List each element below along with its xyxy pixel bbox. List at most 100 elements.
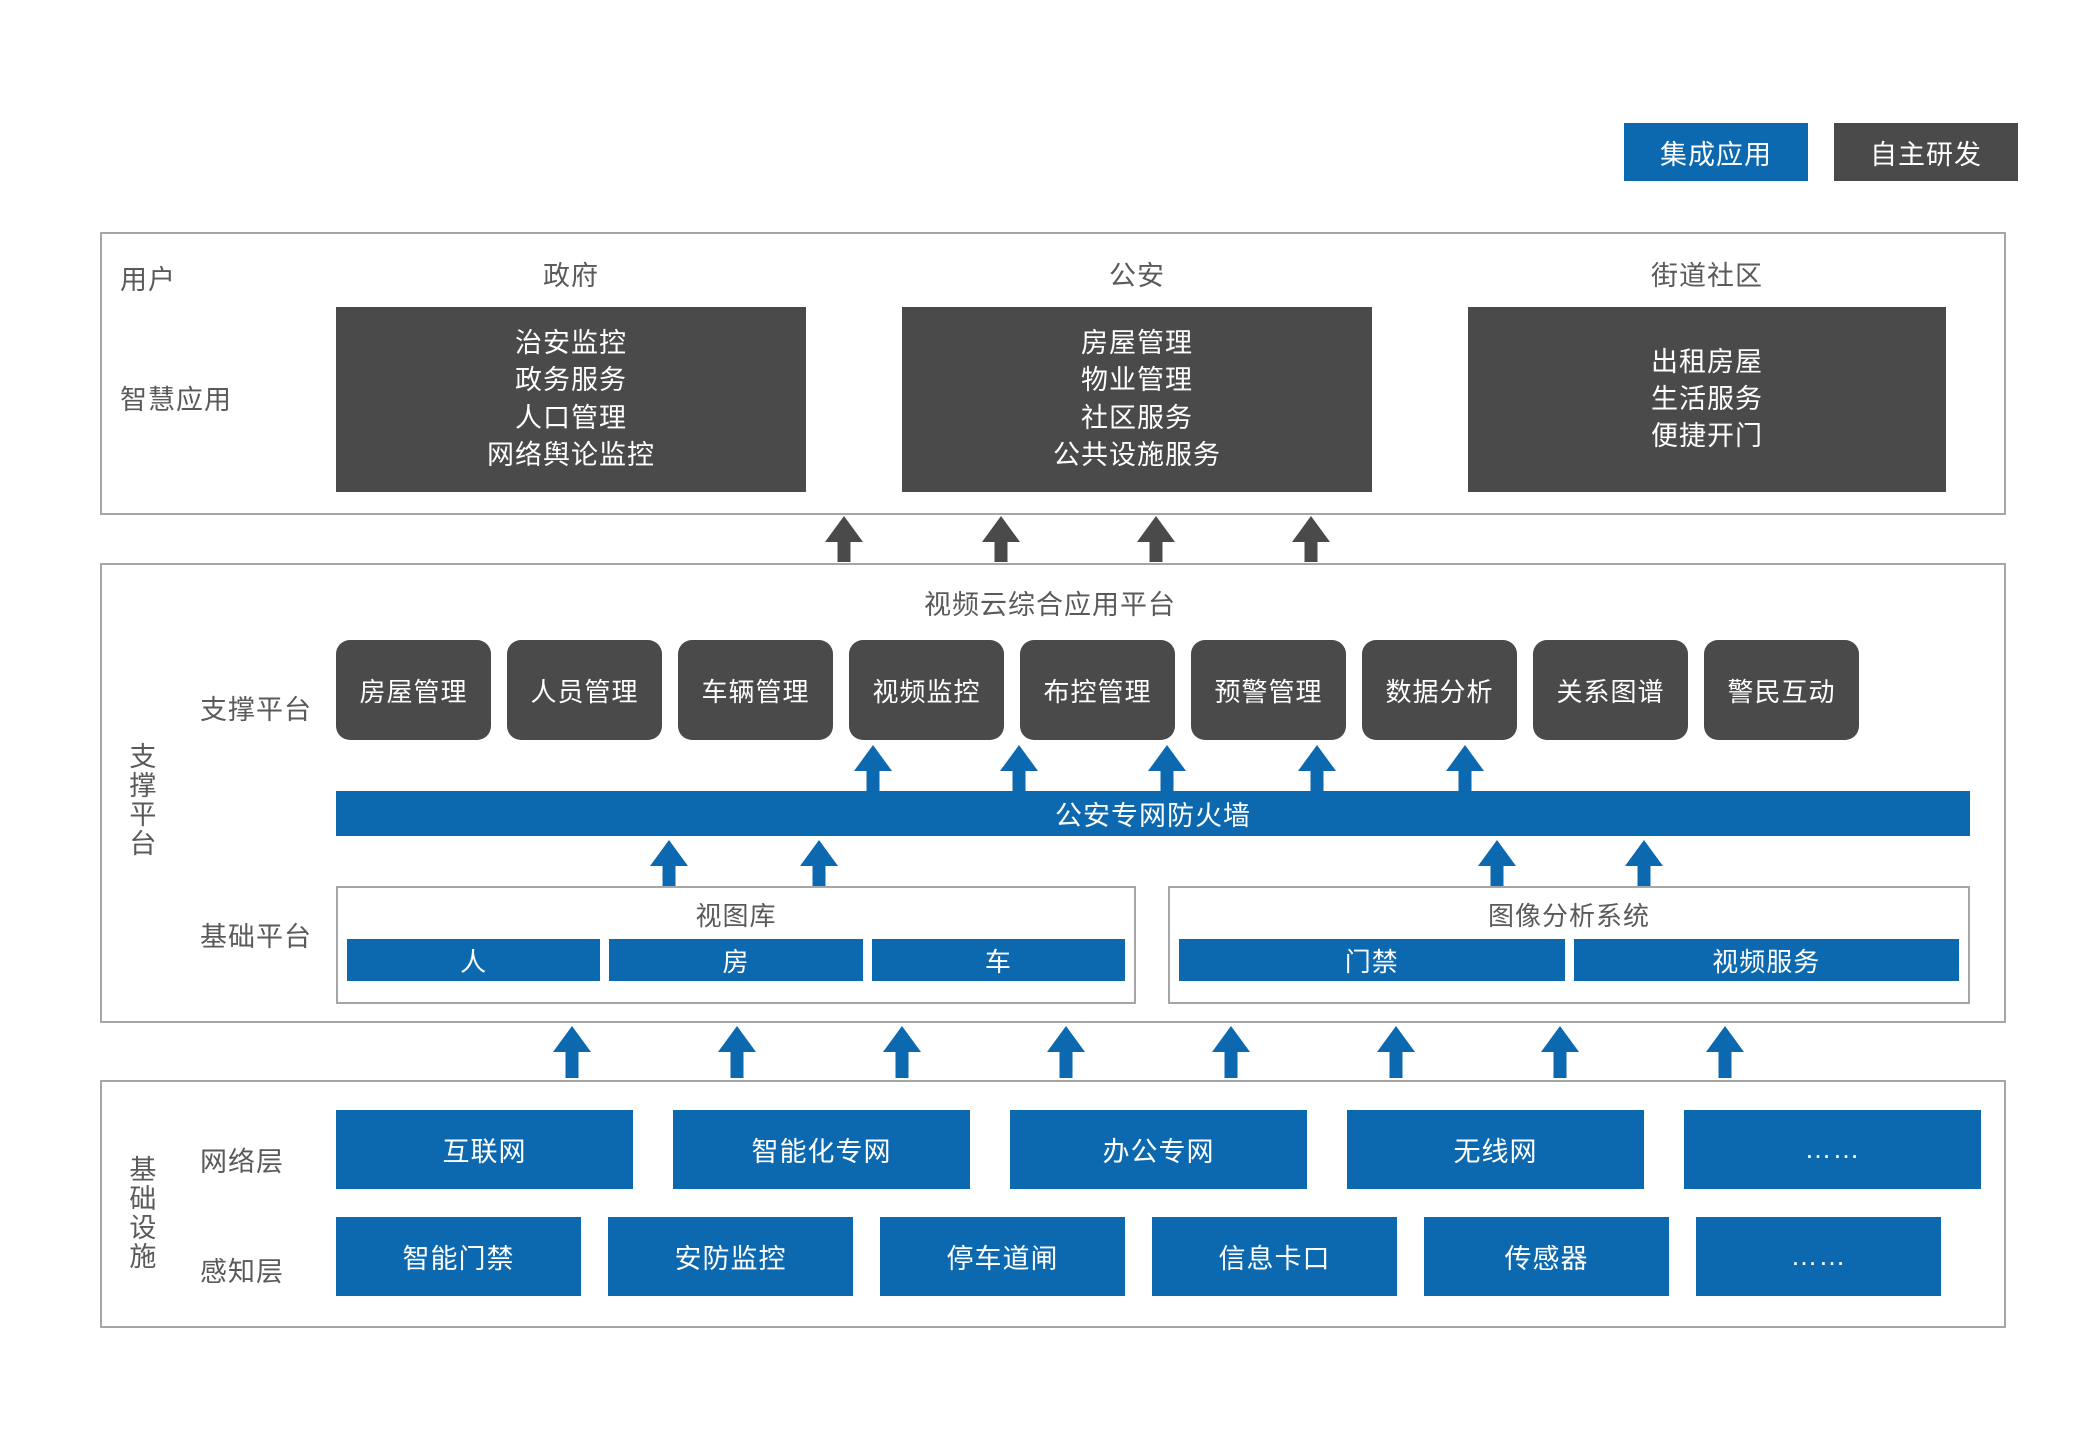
sensing-box-label: 安防监控 (674, 1244, 787, 1274)
legend-label: 集成应用 (1660, 139, 1772, 170)
sensing-box-sensor[interactable]: 传感器 (1424, 1217, 1669, 1296)
base-chip-vehicle[interactable]: 车 (871, 939, 1125, 981)
flow-arrow-up (1000, 745, 1038, 791)
flow-arrow-up (1212, 1026, 1250, 1078)
support-box-house-management[interactable]: 房屋管理 (336, 640, 491, 740)
network-box-label: 无线网 (1453, 1137, 1538, 1167)
application-item: 社区服务 (1081, 402, 1193, 433)
application-box: 治安监控 政务服务 人口管理 网络舆论监控 (336, 307, 806, 492)
network-box-intelligent-private-network[interactable]: 智能化专网 (673, 1110, 970, 1189)
legend-item-self-developed: 自主研发 (1834, 123, 2018, 181)
support-box-personnel-management[interactable]: 人员管理 (507, 640, 662, 740)
platform-title: 视频云综合应用平台 (924, 590, 1176, 620)
flow-arrow-up (1292, 516, 1330, 562)
application-column-title: 街道社区 (1651, 261, 1763, 291)
network-box-label: …… (1804, 1134, 1861, 1164)
application-item: 政务服务 (515, 365, 627, 396)
legend: 集成应用 自主研发 (1624, 123, 2018, 181)
flow-arrow-up (825, 516, 863, 562)
support-box-label: 警民互动 (1727, 676, 1836, 707)
base-chip-person[interactable]: 人 (347, 939, 601, 981)
application-item: 物业管理 (1081, 365, 1193, 396)
application-box: 出租房屋 生活服务 便捷开门 (1468, 307, 1946, 492)
sensing-layer-row: 智能门禁 安防监控 停车道闸 信息卡口 传感器 …… (336, 1217, 1941, 1296)
side-label-support-platform: 支撑平台 (125, 742, 156, 858)
base-chip-label: 门禁 (1344, 946, 1399, 977)
application-item: 出租房屋 (1651, 346, 1763, 377)
support-box-label: 预警管理 (1214, 676, 1323, 707)
sensing-box-information-checkpoint[interactable]: 信息卡口 (1152, 1217, 1397, 1296)
sensing-box-more[interactable]: …… (1696, 1217, 1941, 1296)
base-chip-label: 视频服务 (1712, 946, 1821, 977)
support-box-vehicle-management[interactable]: 车辆管理 (678, 640, 833, 740)
row-label-network-layer: 网络层 (200, 1147, 284, 1177)
network-box-office-private-network[interactable]: 办公专网 (1010, 1110, 1307, 1189)
flow-arrow-up (1137, 516, 1175, 562)
base-chip-label: 房 (722, 946, 750, 977)
flow-arrow-up (1377, 1026, 1415, 1078)
support-box-data-analysis[interactable]: 数据分析 (1362, 640, 1517, 740)
flow-arrow-up (1625, 840, 1663, 886)
sensing-box-parking-barrier[interactable]: 停车道闸 (880, 1217, 1125, 1296)
sensing-box-label: …… (1790, 1241, 1847, 1271)
application-box: 房屋管理 物业管理 社区服务 公共设施服务 (902, 307, 1372, 492)
sensing-box-smart-access-control[interactable]: 智能门禁 (336, 1217, 581, 1296)
flow-arrow-up (718, 1026, 756, 1078)
application-column-public-security: 公安 房屋管理 物业管理 社区服务 公共设施服务 (902, 254, 1372, 492)
application-item: 便捷开门 (1651, 421, 1763, 452)
support-box-deployment-control[interactable]: 布控管理 (1020, 640, 1175, 740)
network-box-label: 办公专网 (1102, 1137, 1215, 1167)
sensing-box-label: 信息卡口 (1218, 1244, 1331, 1274)
sensing-box-label: 停车道闸 (946, 1244, 1059, 1274)
support-box-label: 车辆管理 (701, 676, 810, 707)
application-column-title: 公安 (1109, 261, 1165, 291)
base-chip-row: 人 房 车 (338, 939, 1134, 981)
row-label-support-platform: 支撑平台 (200, 695, 312, 725)
application-column-street-community: 街道社区 出租房屋 生活服务 便捷开门 (1468, 254, 1946, 492)
base-group-title: 图像分析系统 (1487, 901, 1650, 931)
sensing-box-security-surveillance[interactable]: 安防监控 (608, 1217, 853, 1296)
base-chip-label: 车 (984, 946, 1012, 977)
flow-arrow-up (1706, 1026, 1744, 1078)
base-chip-house[interactable]: 房 (609, 939, 863, 981)
network-layer-row: 互联网 智能化专网 办公专网 无线网 …… (336, 1110, 1981, 1189)
legend-label: 自主研发 (1870, 139, 1982, 170)
flow-arrow-up (553, 1026, 591, 1078)
support-box-video-surveillance[interactable]: 视频监控 (849, 640, 1004, 740)
side-label-infrastructure: 基础设施 (125, 1155, 156, 1271)
application-item: 公共设施服务 (1053, 439, 1221, 470)
support-platform-row: 房屋管理 人员管理 车辆管理 视频监控 布控管理 预警管理 数据分析 关系图谱 … (336, 640, 1859, 740)
base-chip-row: 门禁 视频服务 (1170, 939, 1968, 981)
network-box-label: 智能化专网 (751, 1137, 892, 1167)
row-label-base-platform: 基础平台 (200, 922, 312, 952)
base-chip-access-control[interactable]: 门禁 (1179, 939, 1565, 981)
flow-arrow-up (800, 840, 838, 886)
support-box-label: 人员管理 (530, 676, 639, 707)
legend-item-integrated-app: 集成应用 (1624, 123, 1808, 181)
support-box-label: 数据分析 (1385, 676, 1494, 707)
base-platform-group-view-library: 视图库 人 房 车 (336, 886, 1136, 1004)
base-chip-video-service[interactable]: 视频服务 (1573, 939, 1959, 981)
base-chip-label: 人 (460, 946, 488, 977)
flow-arrow-up (1047, 1026, 1085, 1078)
flow-arrow-up (982, 516, 1020, 562)
network-box-more[interactable]: …… (1684, 1110, 1981, 1189)
support-box-relationship-graph[interactable]: 关系图谱 (1533, 640, 1688, 740)
application-item: 治安监控 (515, 328, 627, 358)
network-box-internet[interactable]: 互联网 (336, 1110, 633, 1189)
network-box-label: 互联网 (442, 1137, 527, 1167)
flow-arrow-up (650, 840, 688, 886)
flow-arrow-up (854, 745, 892, 791)
application-item: 网络舆论监控 (487, 439, 655, 470)
flow-arrow-up (883, 1026, 921, 1078)
flow-arrow-up (1446, 745, 1484, 791)
network-box-wireless-network[interactable]: 无线网 (1347, 1110, 1644, 1189)
flow-arrow-up (1541, 1026, 1579, 1078)
support-box-label: 房屋管理 (359, 676, 468, 707)
flow-arrow-up (1148, 745, 1186, 791)
flow-arrow-up (1478, 840, 1516, 886)
firewall-label: 公安专网防火墙 (1055, 801, 1251, 831)
support-box-police-public-interaction[interactable]: 警民互动 (1704, 640, 1859, 740)
support-box-early-warning[interactable]: 预警管理 (1191, 640, 1346, 740)
